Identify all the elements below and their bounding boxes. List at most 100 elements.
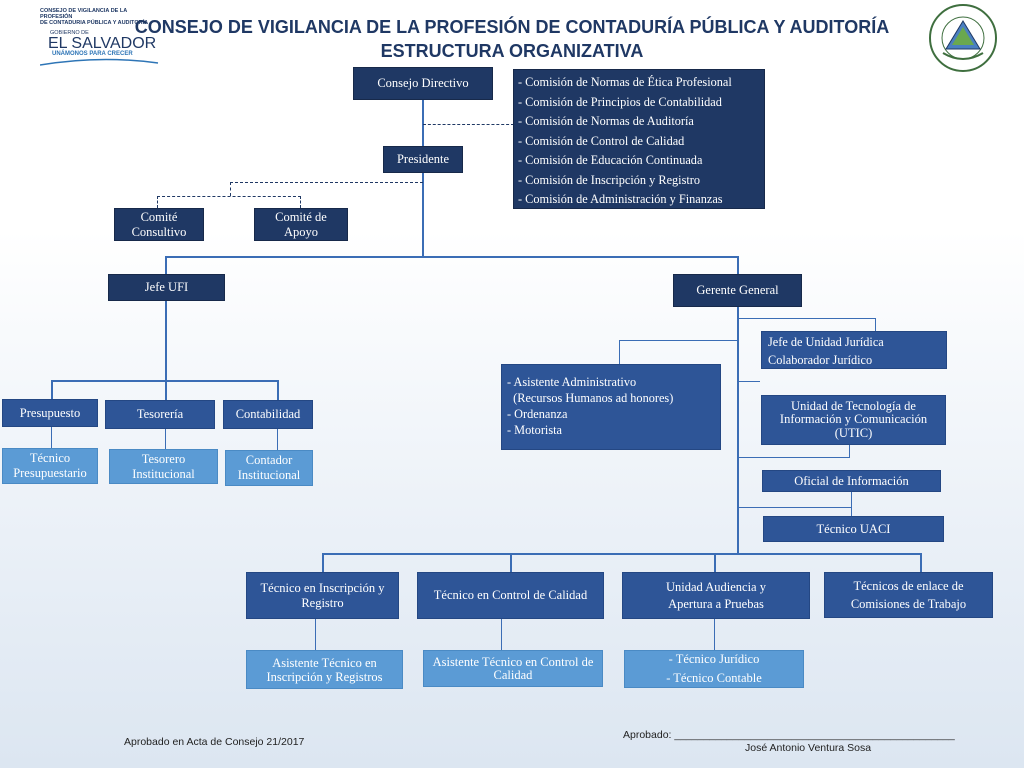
connector bbox=[920, 553, 922, 572]
list-item: (Recursos Humanos ad honores) bbox=[507, 391, 674, 405]
node-label: Técnico en Inscripción y bbox=[260, 580, 385, 595]
node-label: Presupuesto bbox=[19, 405, 81, 420]
node-label: Técnico bbox=[29, 451, 71, 465]
connector bbox=[714, 619, 715, 650]
node-label: Contador bbox=[245, 453, 293, 467]
connector bbox=[322, 553, 922, 555]
list-item: - Ordenanza bbox=[507, 407, 568, 421]
connector bbox=[875, 318, 876, 331]
connector bbox=[714, 553, 716, 572]
node-consejo-directivo: Consejo Directivo bbox=[353, 67, 493, 100]
list-item: - Comisión de Administración y Finanzas bbox=[518, 192, 723, 206]
node-label: Registro bbox=[301, 595, 344, 610]
logo-small-line1: CONSEJO DE VIGILANCIA DE LA PROFESIÓN bbox=[40, 8, 127, 20]
node-label: Comité de bbox=[275, 209, 327, 224]
connector bbox=[165, 256, 167, 274]
node-tecnico-uaci: Técnico UACI bbox=[763, 516, 944, 542]
page-subtitle: ESTRUCTURA ORGANIZATIVA bbox=[380, 41, 644, 61]
node-label: Apoyo bbox=[283, 224, 319, 239]
logo-left: CONSEJO DE VIGILANCIA DE LA PROFESIÓN DE… bbox=[40, 8, 160, 74]
node-tecnico-presupuestario: Técnico Presupuestario bbox=[2, 448, 98, 484]
node-tesoreria: Tesorería bbox=[105, 400, 215, 429]
list-item: - Comisión de Inscripción y Registro bbox=[518, 172, 701, 187]
node-label: Asistente Técnico en bbox=[272, 655, 377, 670]
node-tecnico-inscripcion: Técnico en Inscripción y Registro bbox=[246, 572, 399, 619]
list-item: - Comisión de Principios de Contabilidad bbox=[518, 94, 722, 109]
connector bbox=[165, 301, 167, 381]
list-item: Jefe de Unidad Jurídica bbox=[768, 335, 884, 349]
node-contador-institucional: Contador Institucional bbox=[225, 450, 313, 486]
node-label: Inscripción y Registros bbox=[266, 669, 383, 684]
connector bbox=[422, 173, 424, 257]
node-label: Jefe UFI bbox=[144, 280, 189, 294]
connector bbox=[738, 381, 760, 382]
connector bbox=[619, 340, 620, 364]
logo-slogan: UNÁMONOS PARA CRECER bbox=[52, 51, 133, 57]
list-item: - Asistente Administrativo bbox=[507, 375, 637, 389]
node-label: Contabilidad bbox=[235, 407, 301, 421]
connector bbox=[277, 380, 279, 400]
node-label: Comisiones de Trabajo bbox=[850, 597, 967, 611]
node-oficial-informacion: Oficial de Información bbox=[762, 470, 941, 492]
connector bbox=[157, 196, 301, 197]
connector bbox=[315, 619, 316, 650]
node-label: - Técnico Contable bbox=[666, 671, 762, 685]
list-item: - Comisión de Control de Calidad bbox=[518, 133, 685, 148]
connector bbox=[510, 553, 512, 572]
connector bbox=[300, 196, 301, 208]
node-comisiones: - Comisión de Normas de Ética Profesiona… bbox=[513, 69, 765, 209]
node-label: Técnico UACI bbox=[816, 521, 891, 536]
node-asistente-control-calidad: Asistente Técnico en Control de Calidad bbox=[423, 650, 603, 687]
node-label: - Técnico Jurídico bbox=[668, 652, 760, 666]
node-label: Asistente Técnico en Control de bbox=[432, 654, 594, 669]
connector bbox=[277, 429, 278, 450]
node-unidad-audiencia: Unidad Audiencia y Apertura a Pruebas bbox=[622, 572, 810, 619]
node-label: Consejo Directivo bbox=[377, 76, 469, 90]
connector bbox=[165, 256, 738, 258]
connector bbox=[851, 492, 852, 516]
list-item: - Comisión de Normas de Auditoría bbox=[518, 114, 694, 128]
node-label: Consultivo bbox=[131, 224, 187, 239]
node-label: Oficial de Información bbox=[794, 473, 909, 488]
node-gerente-general: Gerente General bbox=[673, 274, 802, 307]
node-label: Calidad bbox=[493, 667, 533, 682]
list-item: - Comisión de Normas de Ética Profesiona… bbox=[518, 75, 732, 89]
signer-name: José Antonio Ventura Sosa bbox=[745, 742, 872, 754]
logo-swoosh-icon bbox=[40, 58, 159, 66]
node-label: Comité bbox=[140, 209, 178, 224]
node-tecnicos-enlace: Técnicos de enlace de Comisiones de Trab… bbox=[824, 572, 993, 618]
approval-signature-line: Aprobado: ______________________________… bbox=[623, 729, 955, 741]
node-comite-apoyo: Comité de Apoyo bbox=[254, 208, 348, 241]
node-label: Unidad Audiencia y bbox=[666, 579, 766, 594]
connector bbox=[737, 307, 739, 555]
node-asistente-administrativo: - Asistente Administrativo (Recursos Hum… bbox=[501, 364, 721, 450]
node-asistente-inscripcion: Asistente Técnico en Inscripción y Regis… bbox=[246, 650, 403, 689]
node-jefe-ufi: Jefe UFI bbox=[108, 274, 225, 301]
node-label: Apertura a Pruebas bbox=[668, 596, 764, 611]
node-label: Tesorero bbox=[141, 451, 186, 466]
node-tesorero-institucional: Tesorero Institucional bbox=[109, 449, 218, 484]
connector bbox=[165, 429, 166, 449]
connector bbox=[51, 427, 52, 448]
approval-note: Aprobado en Acta de Consejo 21/2017 bbox=[124, 736, 305, 748]
logo-gobierno: GOBIERNO DE bbox=[50, 30, 89, 36]
connector bbox=[51, 380, 53, 399]
node-unidad-juridica: Jefe de Unidad Jurídica Colaborador Jurí… bbox=[761, 331, 947, 369]
node-label: Tesorería bbox=[136, 407, 184, 421]
connector bbox=[422, 100, 424, 147]
logo-country: EL SALVADOR bbox=[48, 35, 157, 52]
node-label: Unidad de Tecnología de bbox=[791, 398, 916, 413]
connector bbox=[157, 196, 158, 208]
node-label: Institucional bbox=[132, 466, 195, 481]
connector bbox=[423, 124, 514, 125]
node-label: Institucional bbox=[237, 468, 301, 482]
node-label: Gerente General bbox=[696, 283, 779, 297]
list-item: - Motorista bbox=[507, 423, 562, 437]
connector bbox=[738, 318, 876, 319]
connector bbox=[165, 380, 167, 400]
node-label: Técnicos de enlace de bbox=[853, 579, 964, 593]
node-label: Técnico en Control de Calidad bbox=[433, 588, 588, 602]
list-item: Colaborador Jurídico bbox=[768, 353, 873, 367]
list-item: - Comisión de Educación Continuada bbox=[518, 153, 703, 167]
node-label: (UTIC) bbox=[834, 425, 873, 440]
